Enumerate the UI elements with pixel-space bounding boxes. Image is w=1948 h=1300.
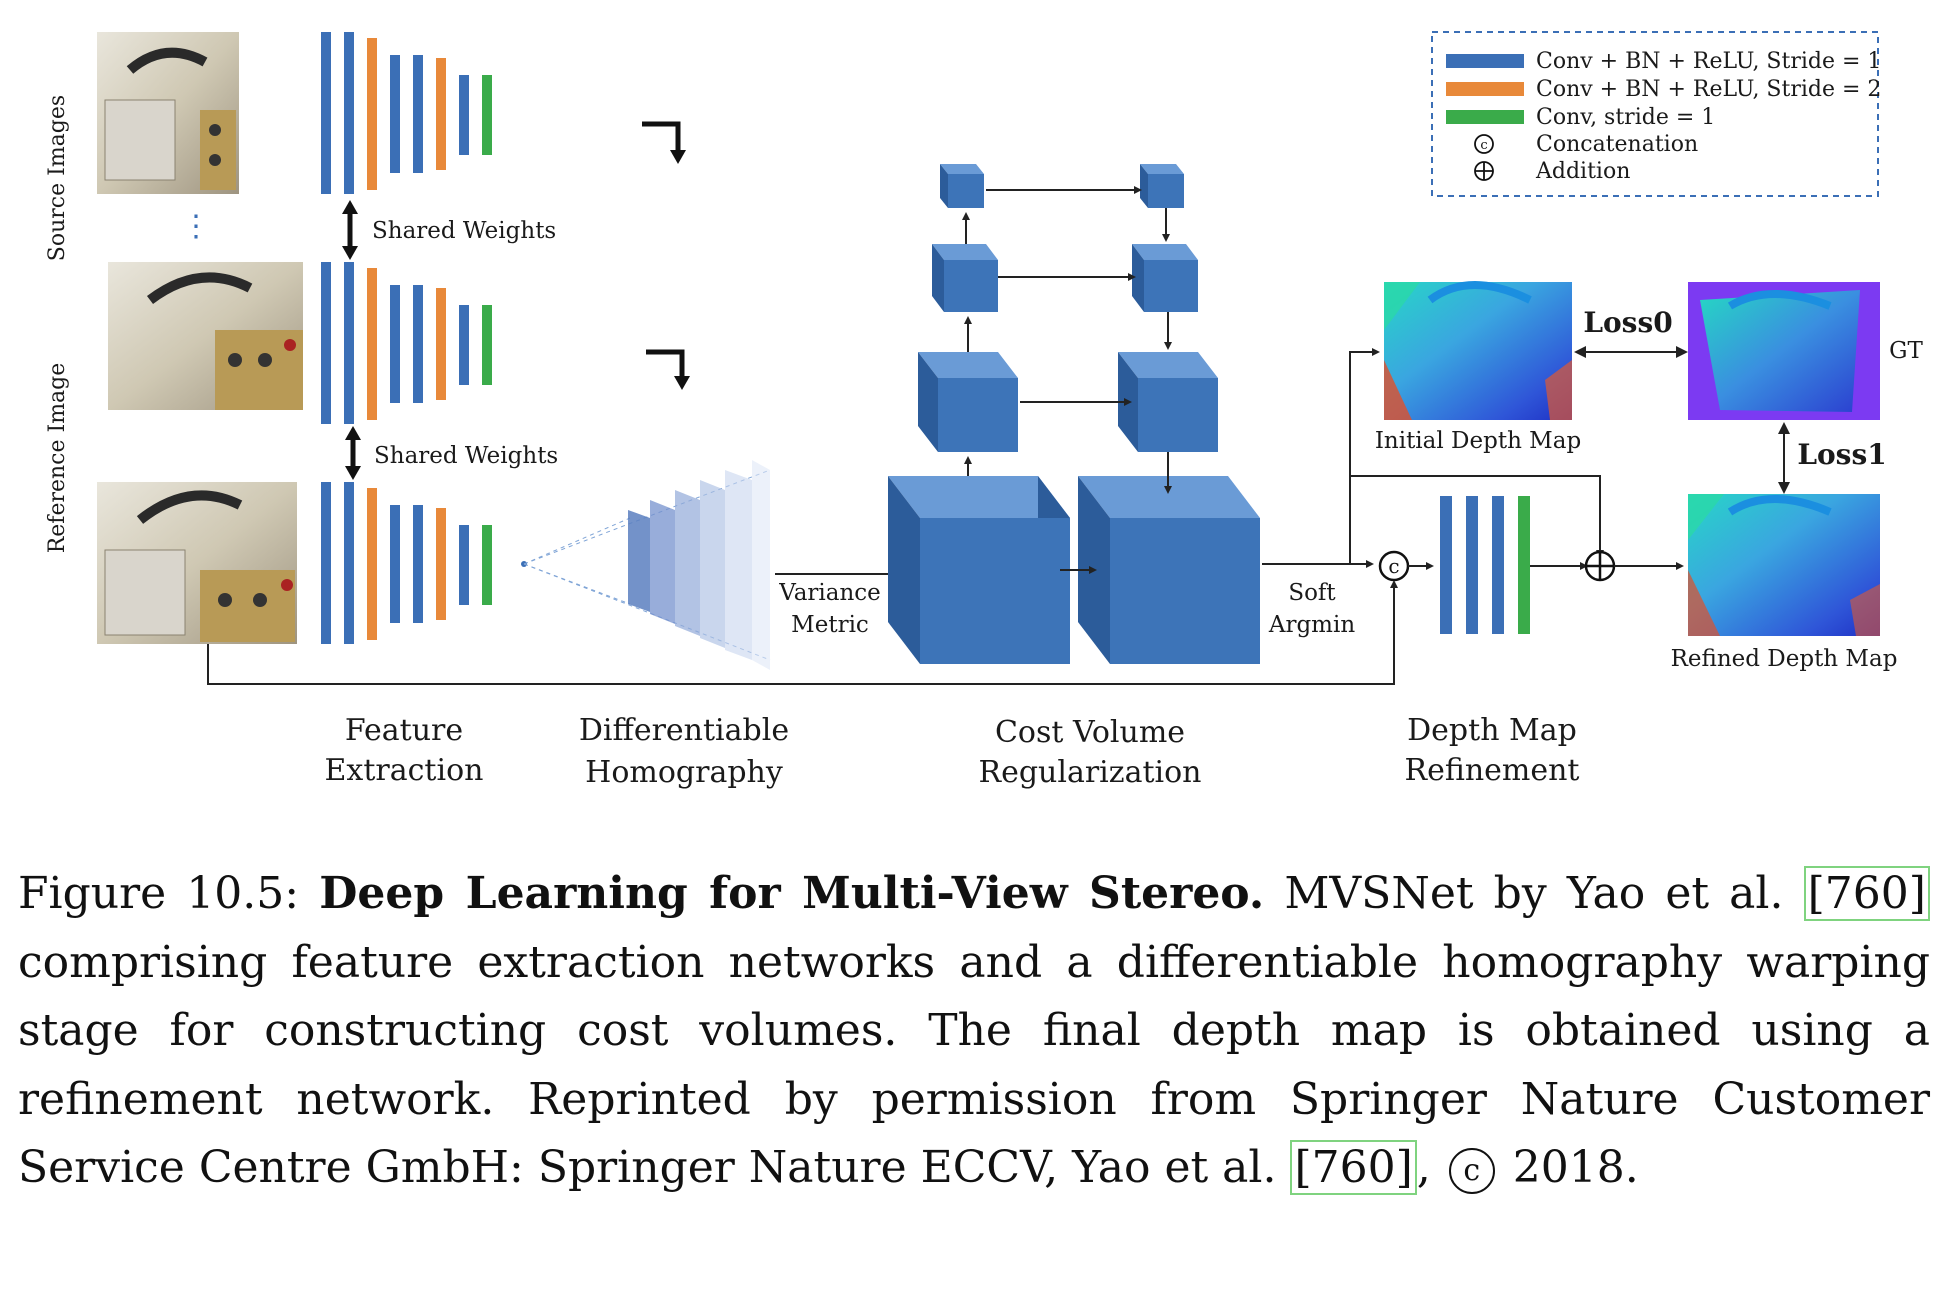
legend-addition-icon: [1474, 161, 1494, 181]
shared-weights-arrow-2: [345, 426, 361, 480]
stage-differentiable-homography-line1: Differentiable: [579, 713, 789, 748]
soft-argmin-label-line1: Soft: [1288, 580, 1336, 606]
stage-feature-extraction-line2: Extraction: [325, 753, 484, 788]
addition-icon: [1584, 550, 1616, 582]
cost-volume-cube-mid-1: [918, 352, 1018, 452]
cost-volume-cube-small-1: [932, 244, 998, 312]
warp-arrow-1: [642, 121, 681, 152]
caption-year: 2018.: [1512, 1142, 1639, 1193]
feature-extractor-source-1: [321, 32, 492, 194]
shared-weights-label-1: Shared Weights: [372, 218, 556, 244]
source-image-2: [108, 262, 303, 410]
warp-arrow-2-head: [674, 376, 690, 390]
cost-volume-cube-tiny-2: [1140, 164, 1184, 208]
cost-volume-cube-tiny-1: [940, 164, 984, 208]
svg-text:c: c: [1388, 554, 1399, 578]
cost-volume-cube-mid-2: [1118, 352, 1218, 452]
feature-extractor-reference: [321, 482, 492, 644]
cost-volume-cube-large-2: [1078, 476, 1260, 664]
warp-arrow-2: [646, 349, 685, 378]
source-image-1: [97, 32, 239, 194]
figure-title: Deep Learning for Multi-View Stereo.: [319, 868, 1265, 919]
figure-number: Figure 10.5:: [18, 868, 300, 919]
citation-link-1[interactable]: [760]: [1803, 866, 1930, 921]
refined-depth-map-label: Refined Depth Map: [1671, 646, 1898, 672]
svg-text:c: c: [1480, 138, 1487, 153]
loss0-arrow: [1574, 346, 1688, 358]
gt-label: GT: [1889, 338, 1923, 364]
reference-image-label: Reference Image: [45, 363, 70, 554]
cost-volume-cube-large-1: [888, 476, 1070, 664]
legend-label-1: Conv + BN + ReLU, Stride = 1: [1536, 49, 1881, 74]
stage-depth-refinement-line2: Refinement: [1404, 753, 1579, 788]
cost-volume-cube-small-2: [1132, 244, 1198, 312]
legend-swatch-orange: [1446, 82, 1524, 96]
stage-feature-extraction-line1: Feature: [345, 713, 463, 748]
caption-text-2: comprising feature extraction networks a…: [18, 936, 1930, 1194]
feature-extractor-source-2: [321, 262, 492, 424]
reference-image: [97, 482, 297, 644]
shared-weights-label-2: Shared Weights: [374, 443, 558, 469]
stage-depth-refinement-line1: Depth Map: [1407, 713, 1577, 748]
legend: c Conv + BN + ReLU, Stride = 1 Conv + BN…: [1431, 31, 1881, 197]
variance-metric-label-line2: Metric: [791, 612, 869, 638]
initial-depth-map: [1384, 281, 1572, 420]
stage-differentiable-homography-line2: Homography: [585, 755, 783, 790]
ground-truth-depth-map: [1688, 282, 1880, 420]
caption-text-1: MVSNet by Yao et al.: [1284, 868, 1784, 919]
legend-swatch-blue: [1446, 54, 1524, 68]
stage-cost-volume-line2: Regularization: [978, 755, 1201, 790]
legend-swatch-green: [1446, 110, 1524, 124]
legend-concatenation-icon: c: [1474, 134, 1494, 154]
variance-metric-label-line1: Variance: [778, 580, 881, 606]
warp-arrow-1-head: [670, 150, 686, 164]
stage-cost-volume-line1: Cost Volume: [995, 715, 1185, 750]
homography-frustum: [521, 460, 771, 670]
figure-caption: Figure 10.5: Deep Learning for Multi-Vie…: [18, 866, 1930, 1195]
source-images-label: Source Images: [45, 95, 70, 261]
legend-label-2: Conv + BN + ReLU, Stride = 2: [1536, 77, 1881, 102]
refinement-network: [1440, 496, 1530, 634]
vertical-ellipsis-icon: ⋮: [181, 209, 211, 244]
concatenation-icon: c: [1378, 550, 1410, 582]
legend-label-4: Concatenation: [1536, 132, 1698, 157]
copyright-icon: c: [1448, 1147, 1495, 1194]
citation-link-2[interactable]: [760]: [1290, 1140, 1417, 1195]
refined-depth-map: [1688, 494, 1880, 636]
legend-label-5: Addition: [1535, 159, 1630, 184]
skip-to-addition-arrow: [1350, 475, 1604, 558]
loss1-arrow: [1778, 422, 1790, 494]
initial-depth-map-label: Initial Depth Map: [1375, 428, 1581, 454]
soft-argmin-label-line2: Argmin: [1268, 612, 1355, 638]
legend-label-3: Conv, stride = 1: [1536, 105, 1715, 130]
reference-to-concat-line: [207, 580, 1398, 685]
mvsnet-diagram: Source Images Reference Image ⋮: [45, 31, 1924, 790]
to-initial-depth-arrow: [1349, 348, 1380, 564]
loss1-label: Loss1: [1797, 438, 1886, 471]
loss0-label: Loss0: [1583, 306, 1672, 339]
shared-weights-arrow-1: [342, 200, 358, 260]
